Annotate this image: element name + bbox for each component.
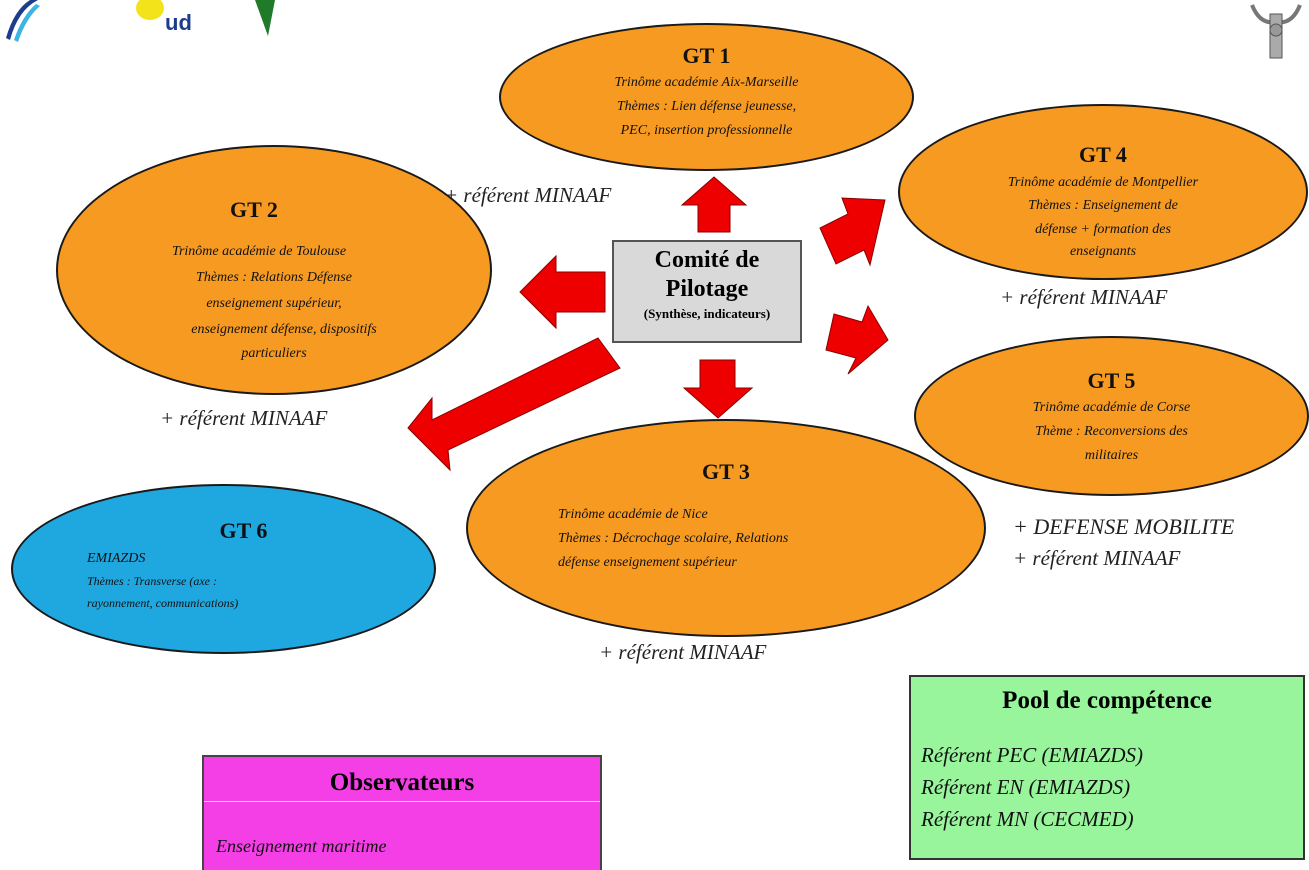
pool-title: Pool de compétence bbox=[1002, 687, 1212, 714]
gt6-org: EMIAZDS bbox=[87, 551, 146, 566]
observateurs-box: Observateurs Enseignement maritime bbox=[202, 755, 602, 870]
gt4-ellipse: GT 4 Trinôme académie de Montpellier Thè… bbox=[898, 104, 1308, 280]
svg-text:ud: ud bbox=[165, 10, 192, 35]
gt1-themes2: PEC, insertion professionnelle bbox=[620, 123, 793, 138]
pool-list: Référent PEC (EMIAZDS) Référent EN (EMIA… bbox=[911, 739, 1303, 835]
gt4-themes1: Thèmes : Enseignement de bbox=[1028, 198, 1178, 213]
gt5-ellipse: GT 5 Trinôme académie de Corse Thème : R… bbox=[914, 336, 1309, 496]
pool-competence-box: Pool de compétence Référent PEC (EMIAZDS… bbox=[909, 675, 1305, 860]
observateurs-item: Enseignement maritime bbox=[216, 836, 387, 856]
arrow-to-gt3 bbox=[682, 359, 754, 419]
gt2-themes3: enseignement défense, dispositifs bbox=[191, 322, 377, 337]
gt2-referent: + référent MINAAF bbox=[160, 406, 328, 430]
gt3-ellipse: GT 3 Trinôme académie de Nice Thèmes : D… bbox=[466, 419, 986, 637]
comite-line2: Pilotage bbox=[665, 276, 749, 302]
gt1-title: GT 1 bbox=[682, 43, 731, 68]
gt2-themes1: Thèmes : Relations Défense bbox=[196, 270, 352, 285]
gt1-trinome: Trinôme académie Aix-Marseille bbox=[614, 75, 799, 90]
gt6-ellipse: GT 6 EMIAZDS Thèmes : Transverse (axe : … bbox=[11, 484, 436, 654]
comite-pilotage-box: Comité de Pilotage (Synthèse, indicateur… bbox=[612, 240, 802, 343]
gt5-title: GT 5 bbox=[1087, 368, 1136, 393]
gt3-themes1: Thèmes : Décrochage scolaire, Relations bbox=[558, 531, 789, 546]
arrow-to-gt6 bbox=[407, 337, 621, 472]
gt3-trinome: Trinôme académie de Nice bbox=[558, 507, 708, 522]
gt3-referent: + référent MINAAF bbox=[599, 640, 767, 664]
gt4-themes3: enseignants bbox=[1069, 244, 1137, 259]
gt4-referent: + référent MINAAF bbox=[1000, 285, 1168, 309]
gt4-title: GT 4 bbox=[1079, 142, 1127, 167]
gt2-ellipse: GT 2 Trinôme académie de Toulouse Thèmes… bbox=[56, 145, 492, 395]
arrow-to-gt4 bbox=[819, 197, 886, 267]
gt6-title: GT 6 bbox=[219, 518, 268, 543]
gt1-referent: + référent MINAAF bbox=[444, 183, 612, 207]
observateurs-title: Observateurs bbox=[204, 757, 600, 802]
gt2-trinome: Trinôme académie de Toulouse bbox=[171, 244, 347, 259]
gt5-trinome: Trinôme académie de Corse bbox=[1032, 400, 1191, 415]
gt5-referent: + référent MINAAF bbox=[1013, 546, 1181, 570]
arrow-to-gt2 bbox=[519, 254, 606, 330]
gt2-themes2: enseignement supérieur, bbox=[206, 296, 342, 311]
comite-line1: Comité de bbox=[654, 247, 760, 273]
logo-left: ud bbox=[6, 0, 275, 42]
gt5-extra: + DEFENSE MOBILITE bbox=[1013, 514, 1235, 539]
gt1-themes1: Thèmes : Lien défense jeunesse, bbox=[616, 99, 797, 114]
gt6-themes1: Thèmes : Transverse (axe : bbox=[87, 574, 217, 588]
gt5-themes1: Thème : Reconversions des bbox=[1035, 424, 1188, 439]
pool-item: Référent MN (CECMED) bbox=[921, 807, 1134, 831]
pool-item: Référent PEC (EMIAZDS) bbox=[921, 743, 1143, 767]
gt1-ellipse: GT 1 Trinôme académie Aix-Marseille Thèm… bbox=[499, 23, 914, 171]
gt3-title: GT 3 bbox=[702, 459, 750, 484]
gt5-themes2: militaires bbox=[1084, 448, 1139, 463]
gt4-themes2: défense + formation des bbox=[1035, 222, 1171, 237]
arrow-to-gt1 bbox=[680, 176, 748, 233]
comite-sub: (Synthèse, indicateurs) bbox=[643, 306, 771, 321]
arrow-to-gt5 bbox=[825, 304, 889, 375]
gt2-themes4: particuliers bbox=[241, 346, 307, 361]
emblem-right bbox=[1250, 4, 1302, 59]
pool-item: Référent EN (EMIAZDS) bbox=[921, 775, 1131, 799]
gt6-themes2: rayonnement, communications) bbox=[87, 596, 239, 610]
gt3-themes2: défense enseignement supérieur bbox=[558, 555, 737, 570]
gt2-title: GT 2 bbox=[230, 197, 278, 222]
gt4-trinome: Trinôme académie de Montpellier bbox=[1007, 175, 1199, 190]
